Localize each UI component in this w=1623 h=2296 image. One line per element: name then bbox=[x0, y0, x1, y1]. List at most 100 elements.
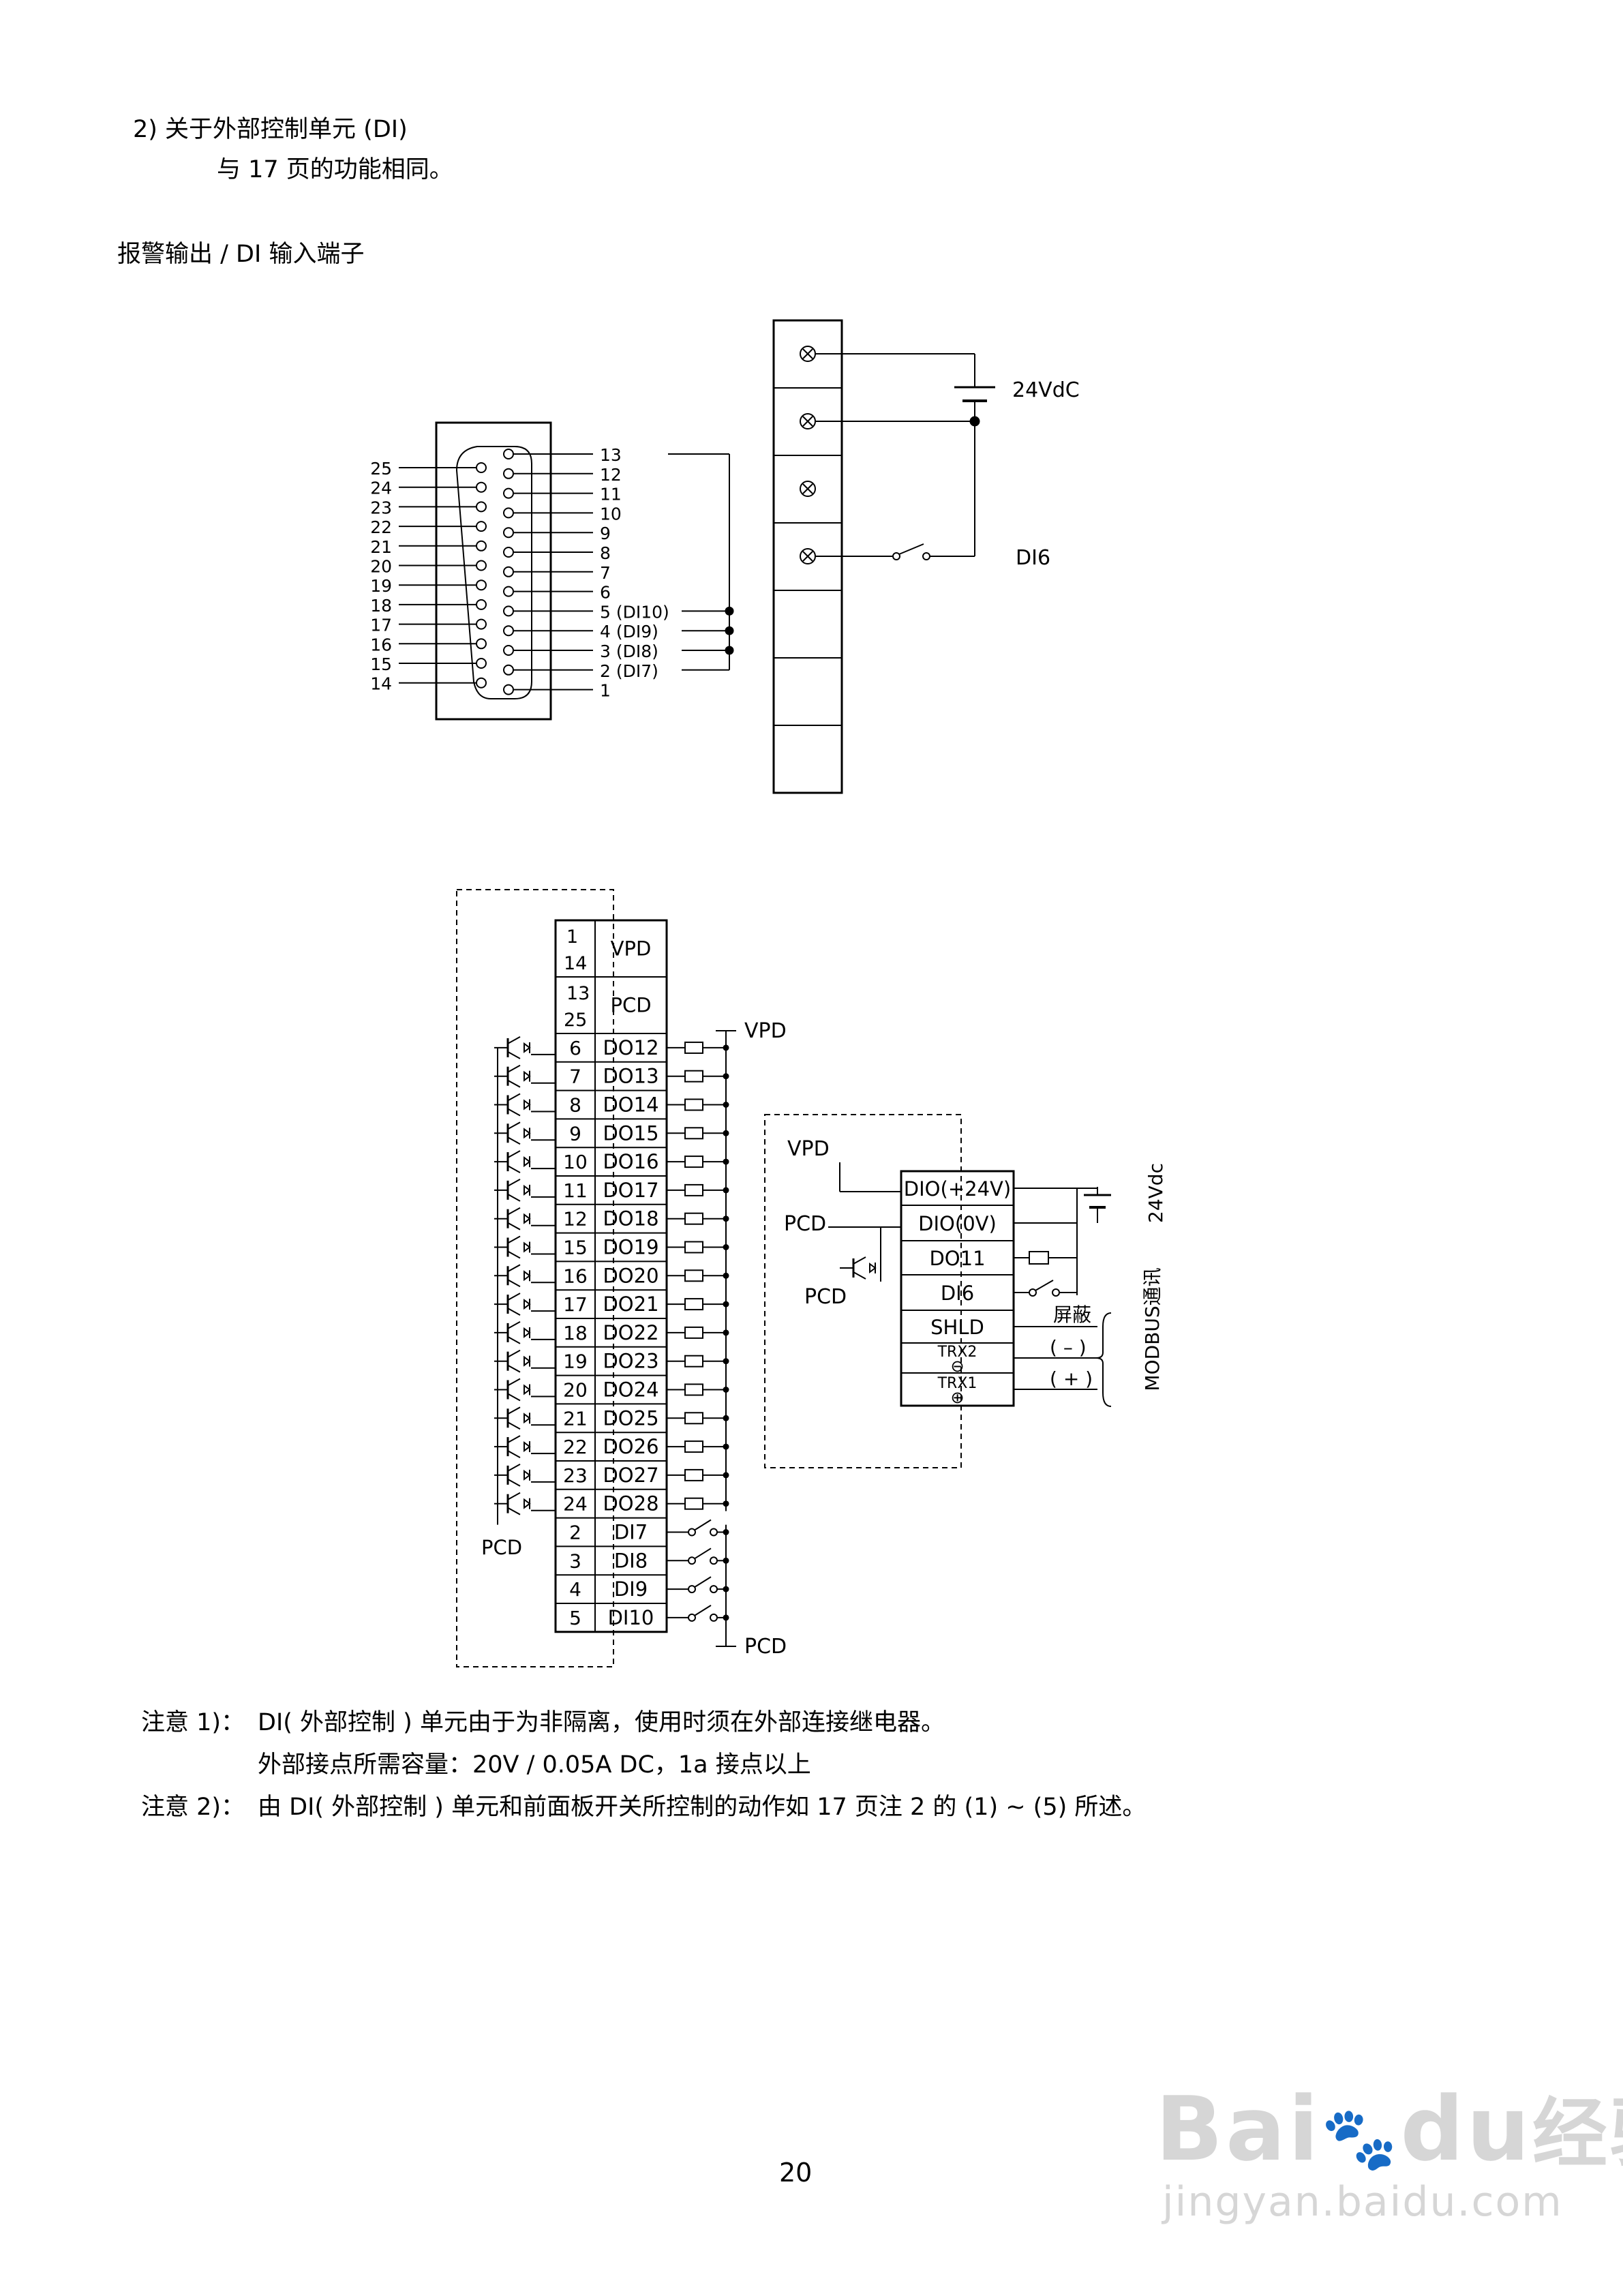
watermark-brand-b: du bbox=[1400, 2077, 1533, 2181]
io-pin-label: 9 bbox=[569, 1122, 581, 1145]
io-pin-label: 6 bbox=[569, 1037, 581, 1059]
connector-pin-label-right: 9 bbox=[600, 524, 611, 543]
note2-line1: 由 DI( 外部控制 ) 单元和前面板开关所控制的动作如 17 页注 2 的 (… bbox=[258, 1794, 1147, 1821]
section-note: 与 17 页的功能相同。 bbox=[217, 156, 453, 183]
screw-cross bbox=[802, 416, 813, 427]
transistor-emitter bbox=[507, 1108, 521, 1117]
transistor-emitter bbox=[507, 1479, 521, 1487]
switch-lever bbox=[898, 543, 924, 555]
connector-pin-label-right: 10 bbox=[600, 504, 622, 524]
diode-symbol bbox=[524, 1270, 531, 1282]
transistor-collector bbox=[507, 1121, 521, 1130]
polarity-symbol: ⊕ bbox=[950, 1388, 964, 1407]
side-row-label: SHLD bbox=[930, 1316, 984, 1339]
switch-lever bbox=[694, 1576, 712, 1588]
minus-label: ( – ) bbox=[1050, 1336, 1087, 1359]
io-signal-label: DO12 bbox=[603, 1036, 658, 1059]
switch-lever bbox=[1035, 1280, 1054, 1291]
connector-pin-label-left: 20 bbox=[370, 557, 392, 577]
io-pin-label: 19 bbox=[563, 1350, 588, 1373]
connector-pin-label-left: 24 bbox=[370, 479, 392, 498]
connector-pin-label-right: 3 (DI8) bbox=[600, 641, 658, 661]
screw-cross bbox=[802, 483, 813, 494]
connector-d-outline bbox=[455, 446, 532, 699]
load-resistor bbox=[684, 1155, 703, 1168]
transistor-collector bbox=[507, 1321, 521, 1329]
section-title: 2) 关于外部控制单元 (DI) bbox=[133, 116, 408, 143]
connector-pin-label-left: 22 bbox=[370, 517, 392, 537]
diode-symbol bbox=[524, 1413, 531, 1424]
load-resistor bbox=[684, 1269, 703, 1282]
junction-dot bbox=[725, 626, 734, 635]
connector-pin-label-right: 13 bbox=[600, 445, 622, 465]
transistor-collector bbox=[507, 1293, 521, 1301]
io-pin-label: 1 bbox=[566, 926, 578, 948]
diode-symbol bbox=[869, 1263, 877, 1273]
connector-pin-label-right: 6 bbox=[600, 583, 611, 603]
connector-pin-label-left: 16 bbox=[370, 635, 392, 654]
connector-pin-label-left: 18 bbox=[370, 596, 392, 616]
diode-symbol bbox=[524, 1184, 531, 1196]
switch-lever bbox=[694, 1519, 712, 1531]
load-resistor bbox=[684, 1070, 703, 1083]
transistor-emitter bbox=[853, 1271, 866, 1280]
io-signal-label: DO20 bbox=[603, 1264, 658, 1287]
transistor-collector bbox=[507, 1349, 521, 1358]
io-pin-label: 12 bbox=[563, 1208, 588, 1230]
screw-cross bbox=[802, 551, 813, 562]
io-pin-label: 23 bbox=[563, 1464, 588, 1487]
io-enclosure-dashed bbox=[456, 889, 614, 1667]
transistor-collector bbox=[507, 1235, 521, 1244]
io-pin-label: 20 bbox=[563, 1379, 588, 1402]
transistor-collector bbox=[507, 1064, 521, 1073]
connector-pin-hole bbox=[476, 540, 487, 552]
side-row-label: DIO(+24V) bbox=[904, 1177, 1011, 1200]
diode-symbol bbox=[524, 1042, 531, 1053]
junction-dot bbox=[725, 606, 734, 616]
di6-label: DI6 bbox=[1016, 546, 1050, 570]
transistor-collector bbox=[507, 1093, 521, 1102]
switch-contact bbox=[710, 1528, 718, 1537]
side-table-frame bbox=[900, 1170, 1015, 1407]
io-signal-label: DO27 bbox=[603, 1464, 658, 1487]
do11-load-resistor bbox=[1029, 1251, 1049, 1265]
connector-pin-label-left: 21 bbox=[370, 537, 392, 557]
transistor-collector bbox=[507, 1492, 521, 1500]
transistor-collector bbox=[853, 1256, 866, 1265]
io-pin-label: 22 bbox=[563, 1436, 588, 1458]
connector-pin-hole bbox=[503, 645, 514, 656]
connector-pin-label-right: 12 bbox=[600, 465, 622, 485]
load-resistor bbox=[684, 1497, 703, 1510]
connector-pin-hole bbox=[503, 547, 514, 558]
switch-contact bbox=[688, 1528, 696, 1537]
switch-contact bbox=[892, 552, 900, 560]
switch-contact bbox=[922, 552, 930, 560]
side-supply-label: 24Vdc bbox=[1144, 1163, 1167, 1223]
io-signal-label: DO24 bbox=[603, 1378, 658, 1402]
note1-label: 注意 1)： bbox=[141, 1709, 245, 1736]
load-resistor bbox=[684, 1440, 703, 1453]
side-row-label: TRX1 bbox=[937, 1375, 977, 1392]
diode-symbol bbox=[524, 1327, 531, 1338]
load-resistor bbox=[684, 1241, 703, 1254]
connector-pin-label-left: 23 bbox=[370, 498, 392, 517]
load-resistor bbox=[684, 1183, 703, 1196]
pcd-label-bottom: PCD bbox=[744, 1635, 787, 1659]
switch-lever bbox=[694, 1605, 712, 1616]
connector-pin-label-right: 8 bbox=[600, 543, 611, 563]
transistor-collector bbox=[507, 1464, 521, 1472]
side-enclosure-dashed bbox=[764, 1114, 962, 1468]
junction-dot bbox=[969, 416, 980, 427]
side-pcd-label-bottom: PCD bbox=[804, 1285, 847, 1309]
transistor-emitter bbox=[507, 1222, 521, 1230]
connector-pin-hole bbox=[503, 487, 514, 499]
io-pin-label: 15 bbox=[563, 1237, 588, 1259]
transistor-emitter bbox=[507, 1250, 521, 1259]
io-pin-label: 18 bbox=[563, 1322, 588, 1344]
plus-label: ( + ) bbox=[1050, 1368, 1093, 1390]
diode-symbol bbox=[524, 1128, 531, 1139]
watermark-brand: Bai bbox=[1155, 2077, 1322, 2181]
